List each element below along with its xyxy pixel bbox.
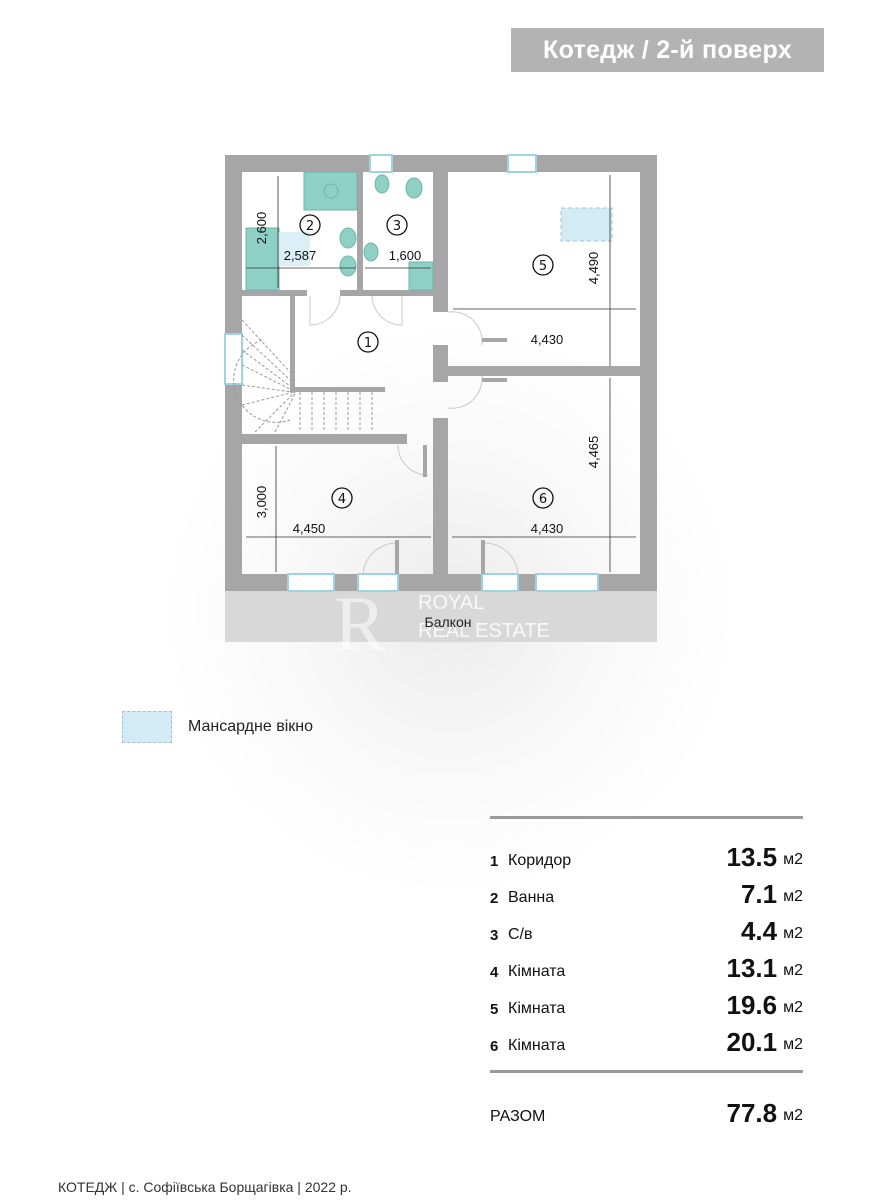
area-unit: м2 — [783, 999, 803, 1016]
row-number: 5 — [490, 1001, 499, 1018]
summary-row: 2 Ванна 7.1 м2 — [490, 877, 803, 907]
windows — [224, 154, 599, 592]
room-5-marker — [532, 254, 554, 276]
page-title: Котедж / 2-й поверх — [511, 28, 824, 72]
summary-top-divider — [490, 816, 803, 819]
dim-room2-width: 2,587 — [284, 248, 317, 263]
room-area: 19.6 — [726, 990, 778, 1020]
room-name: Коридор — [508, 852, 572, 869]
watermark-royal: ROYAL — [418, 592, 484, 614]
area-summary: 1 Коридор 13.5 м2 2 Ванна 7.1 м2 3 С/в 4… — [490, 816, 803, 1126]
row-number: 3 — [490, 927, 499, 944]
area-unit: м2 — [783, 888, 803, 905]
room-3-marker — [386, 214, 408, 236]
dim-room5-width: 4,430 — [531, 332, 564, 347]
door-leaves — [395, 338, 507, 574]
room-4-number: 4 — [338, 492, 346, 507]
total-label: РАЗОМ — [490, 1108, 546, 1125]
room-1-marker — [357, 331, 379, 353]
skylight-swatch-icon — [122, 711, 172, 743]
room-name: Ванна — [508, 889, 555, 906]
room-area: 4.4 — [740, 916, 778, 946]
room-area: 20.1 — [726, 1027, 778, 1057]
row-number: 4 — [490, 964, 499, 981]
room-name: Кімната — [508, 1037, 566, 1054]
watermark-real-estate: REAL ESTATE — [418, 620, 550, 642]
room-1-number: 1 — [364, 336, 372, 351]
area-unit: м2 — [783, 851, 803, 868]
total-area: 77.8 — [726, 1098, 778, 1128]
room-area: 7.1 — [740, 879, 778, 909]
balcony-area — [225, 590, 657, 642]
footer-caption: КОТЕДЖ | с. Софіївська Борщагівка | 2022… — [58, 1179, 352, 1195]
summary-row: 3 С/в 4.4 м2 — [490, 914, 803, 944]
room-2-number: 2 — [306, 219, 314, 234]
bath-fixtures — [245, 171, 434, 291]
row-number: 2 — [490, 890, 499, 907]
row-number: 1 — [490, 853, 499, 870]
dim-room2-height: 2,600 — [254, 212, 269, 245]
dimension-lines — [246, 175, 636, 572]
legend: Мансардне вікно — [122, 711, 313, 743]
room-3-number: 3 — [393, 219, 401, 234]
summary-total-row: РАЗОМ 77.8 м2 — [490, 1096, 803, 1126]
room-name: Кімната — [508, 963, 566, 980]
legend-label: Мансардне вікно — [188, 718, 313, 735]
summary-row: 6 Кімната 20.1 м2 — [490, 1025, 803, 1055]
floor-plan: 2 3 5 1 4 6 2,587 1,600 4,430 4,450 4,43… — [224, 154, 657, 667]
staircase — [233, 319, 373, 433]
room-name: С/в — [508, 926, 533, 943]
dim-room3-width: 1,600 — [389, 248, 422, 263]
bath-mat — [278, 232, 310, 266]
watermark-monogram: R — [334, 580, 386, 667]
room-4-marker — [331, 487, 353, 509]
dim-room6-width: 4,430 — [531, 521, 564, 536]
balcony-label: Балкон — [425, 614, 472, 630]
dim-room5-height: 4,490 — [586, 252, 601, 285]
row-number: 6 — [490, 1038, 499, 1055]
skylight — [560, 207, 613, 242]
dim-room4-height: 3,000 — [254, 486, 269, 519]
room-6-marker — [532, 487, 554, 509]
room-2-marker — [299, 214, 321, 236]
summary-row: 4 Кімната 13.1 м2 — [490, 951, 803, 981]
room-6-number: 6 — [539, 492, 547, 507]
area-unit: м2 — [783, 925, 803, 942]
area-unit: м2 — [783, 962, 803, 979]
dim-room4-width: 4,450 — [293, 521, 326, 536]
area-unit: м2 — [783, 1107, 803, 1124]
summary-row: 1 Коридор 13.5 м2 — [490, 840, 803, 870]
area-unit: м2 — [783, 1036, 803, 1053]
room-name: Кімната — [508, 1000, 566, 1017]
summary-row: 5 Кімната 19.6 м2 — [490, 988, 803, 1018]
summary-bottom-divider — [490, 1070, 803, 1073]
room-5-number: 5 — [539, 259, 547, 274]
room-area: 13.1 — [726, 953, 778, 983]
dim-room6-height: 4,465 — [586, 436, 601, 469]
room-area: 13.5 — [726, 842, 778, 872]
